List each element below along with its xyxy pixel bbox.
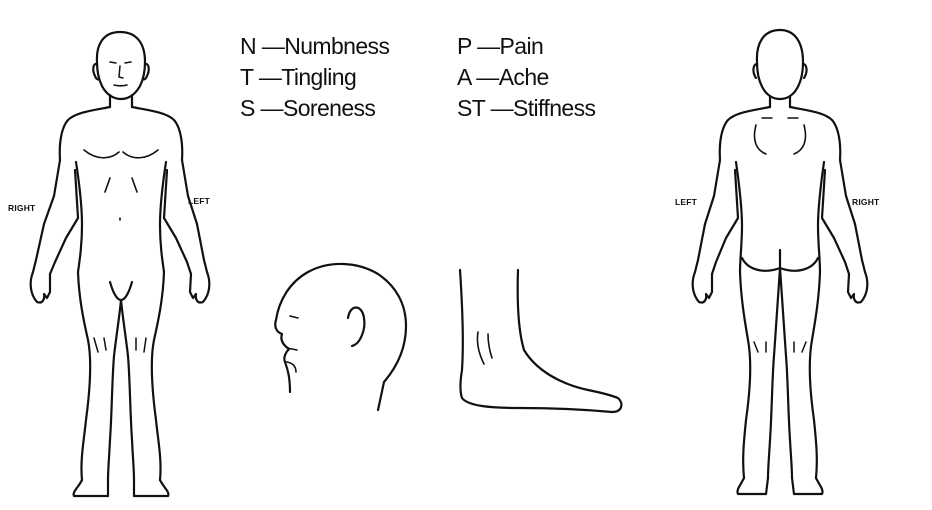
legend-column-1: N —Numbness T —Tingling S —Soreness [240, 31, 389, 124]
legend-meaning: Soreness [283, 95, 375, 121]
legend-dash: — [261, 95, 283, 121]
back-head [757, 30, 803, 99]
legend-code: S [240, 95, 255, 121]
head-profile-ear [348, 308, 364, 347]
legend-dash: — [476, 64, 498, 90]
legend-code: T [240, 64, 253, 90]
head-profile [275, 264, 406, 410]
back-hand-left [693, 272, 712, 303]
back-left-label: LEFT [675, 197, 697, 207]
legend-item-numbness: N —Numbness [240, 31, 389, 62]
foot-ankle [477, 332, 492, 364]
legend-item-stiffness: ST —Stiffness [457, 93, 595, 124]
front-hand-left [190, 272, 209, 303]
legend-dash: — [477, 33, 499, 59]
legend-meaning: Stiffness [513, 95, 595, 121]
back-feet [737, 478, 822, 494]
front-inner-arms [50, 170, 191, 274]
front-left-label: LEFT [188, 196, 210, 206]
front-hand-right [31, 272, 50, 303]
legend-dash: — [259, 64, 281, 90]
legend-column-2: P —Pain A —Ache ST —Stiffness [457, 31, 595, 124]
foot-outline [460, 270, 621, 412]
legend-code: P [457, 33, 471, 59]
back-ears [753, 64, 806, 78]
head-profile-face [285, 316, 298, 372]
front-chest [84, 150, 158, 220]
legend-dash: — [491, 95, 513, 121]
front-face [110, 62, 131, 86]
legend-code: N [240, 33, 256, 59]
back-knees [754, 342, 806, 352]
back-hand-right [848, 272, 867, 303]
back-view-body [693, 30, 868, 494]
head-profile-outline [275, 264, 406, 410]
legend-meaning: Tingling [281, 64, 356, 90]
front-head [97, 32, 145, 99]
front-view-body [31, 32, 210, 496]
front-feet [74, 480, 169, 496]
back-torso-contour [695, 107, 865, 272]
back-shoulder-blades [754, 118, 805, 154]
legend-item-pain: P —Pain [457, 31, 595, 62]
front-right-label: RIGHT [8, 203, 35, 213]
legend-meaning: Ache [499, 64, 549, 90]
legend-item-tingling: T —Tingling [240, 62, 389, 93]
front-torso-sides [76, 162, 166, 272]
front-legs [78, 272, 164, 480]
foot-profile [460, 270, 621, 412]
legend-code: ST [457, 95, 485, 121]
legend-dash: — [262, 33, 284, 59]
legend-meaning: Numbness [284, 33, 389, 59]
legend-code: A [457, 64, 470, 90]
back-right-label: RIGHT [852, 197, 879, 207]
legend-meaning: Pain [500, 33, 544, 59]
legend-item-ache: A —Ache [457, 62, 595, 93]
front-knees [94, 338, 146, 352]
back-legs [740, 268, 820, 478]
legend-item-soreness: S —Soreness [240, 93, 389, 124]
